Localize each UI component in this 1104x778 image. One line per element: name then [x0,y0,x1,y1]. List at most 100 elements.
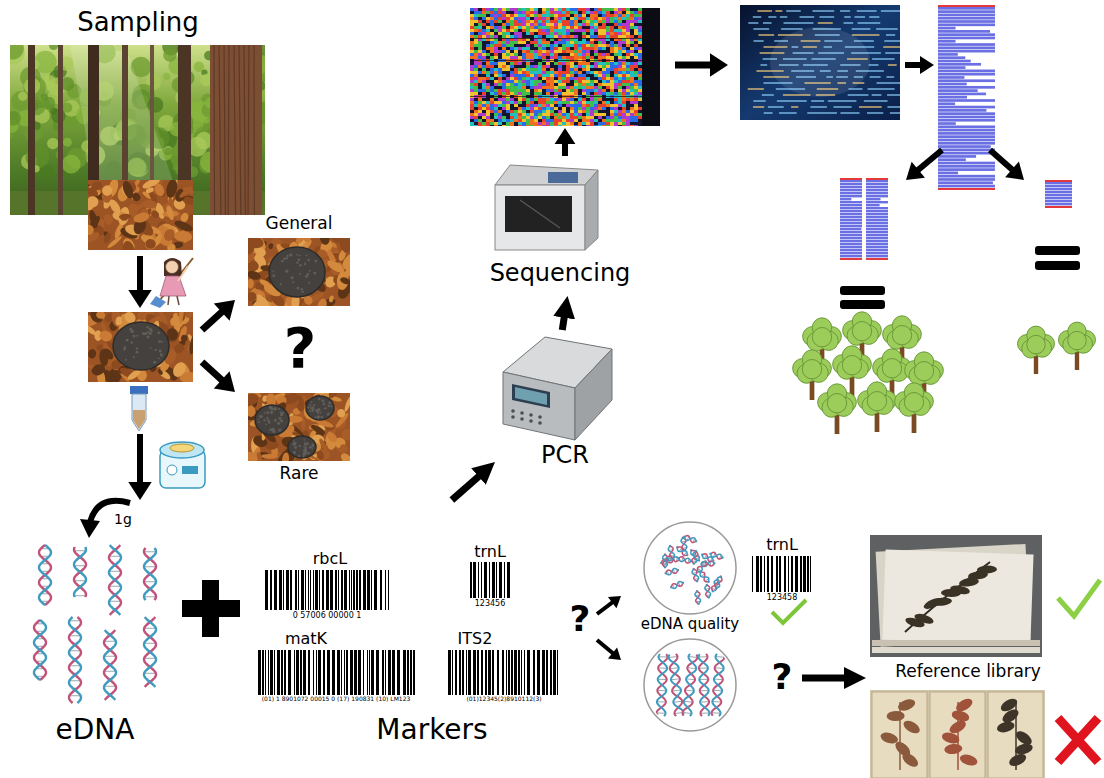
illustration-detail [996,720,1016,734]
illustration-detail [113,322,169,370]
illustration-detail [502,35,506,38]
illustration-detail [41,93,48,100]
illustration-detail [104,630,116,700]
illustration-detail [133,356,135,358]
illustration-detail [574,53,578,56]
illustration-detail [514,26,518,29]
illustration-detail [566,47,570,50]
illustration-detail [494,26,498,29]
illustration-detail [689,548,701,562]
illustration-detail [300,650,302,695]
illustration-detail [570,11,574,14]
illustration-detail [932,597,953,607]
illustration-detail [157,331,160,334]
illustration-detail [711,654,724,716]
illustration-detail [164,258,182,276]
illustration-detail [586,20,590,23]
illustration-detail [550,53,554,56]
illustration-detail [582,53,586,56]
illustration-detail [622,26,626,29]
dna-helix [74,547,86,597]
illustration-detail [88,312,106,325]
illustration-detail [574,29,578,32]
illustration-detail [109,545,121,615]
dna-helix [698,654,709,716]
illustration-detail [489,562,490,598]
illustration-detail [518,56,522,59]
illustration-detail [510,35,514,38]
illustration-detail [913,612,935,626]
illustration-detail [546,53,550,56]
illustration-detail [554,41,558,44]
illustration-detail [578,23,582,26]
illustration-detail [530,8,534,11]
illustration-detail [494,8,498,11]
illustration-detail [510,29,514,32]
illustration-detail [34,620,46,680]
illustration-detail [277,422,280,425]
illustration-detail [553,650,556,695]
illustration-detail [358,650,361,695]
illustration-detail [630,26,634,29]
illustration-detail [482,11,486,14]
illustration-detail [715,656,724,658]
illustration-detail [496,562,497,598]
illustration-detail [630,23,634,26]
illustration-detail [546,17,550,20]
barcode-symbol [258,650,415,695]
illustration-detail [713,575,723,590]
illustration-detail [150,296,166,308]
illustration-detail [403,650,406,695]
illustration-detail [62,103,72,113]
illustration-detail [484,562,487,598]
illustration-detail [684,701,693,703]
illustration-detail [502,47,506,50]
illustration-detail [512,384,550,408]
illustration-detail [363,650,364,695]
illustration-detail [542,53,546,56]
illustration-detail [618,56,622,59]
illustration-detail [610,47,614,50]
illustration-detail [130,330,133,333]
illustration-detail [586,47,590,50]
illustration-detail [550,47,554,50]
illustration-detail [510,26,514,29]
illustration-detail [486,8,490,11]
illustration-detail [618,44,622,47]
illustration-detail [307,452,309,454]
illustration-detail [510,23,514,26]
illustration-detail [470,20,474,23]
illustration-detail [486,47,490,50]
illustration-detail [88,195,99,208]
dna-helix [668,654,683,717]
illustration-detail [344,265,350,278]
illustration-detail [672,690,681,692]
illustration-detail [542,41,546,44]
illustration-detail [296,287,299,290]
illustration-detail [299,445,302,448]
illustration-detail [130,386,148,394]
illustration-detail [534,14,538,17]
illustration-detail [503,372,575,440]
illustration-detail [534,8,538,11]
illustration-detail [296,261,298,263]
illustration-detail [534,56,538,59]
illustration-detail [99,349,110,367]
illustration-detail [887,711,905,721]
illustration-detail [518,35,522,38]
illustration-detail [610,50,614,53]
illustration-detail [638,8,642,11]
illustration-detail [470,17,474,20]
illustration-detail [256,452,263,461]
illustration-detail [550,44,554,47]
illustration-detail [586,17,590,20]
illustration-detail [486,32,490,35]
illustration-detail [548,172,578,183]
illustration-detail [10,45,24,60]
illustration-detail [606,32,610,35]
illustration-detail [168,296,169,305]
illustration-detail [319,238,331,246]
illustration-detail [482,32,486,35]
illustration-detail [407,650,409,695]
illustration-detail [594,47,598,50]
